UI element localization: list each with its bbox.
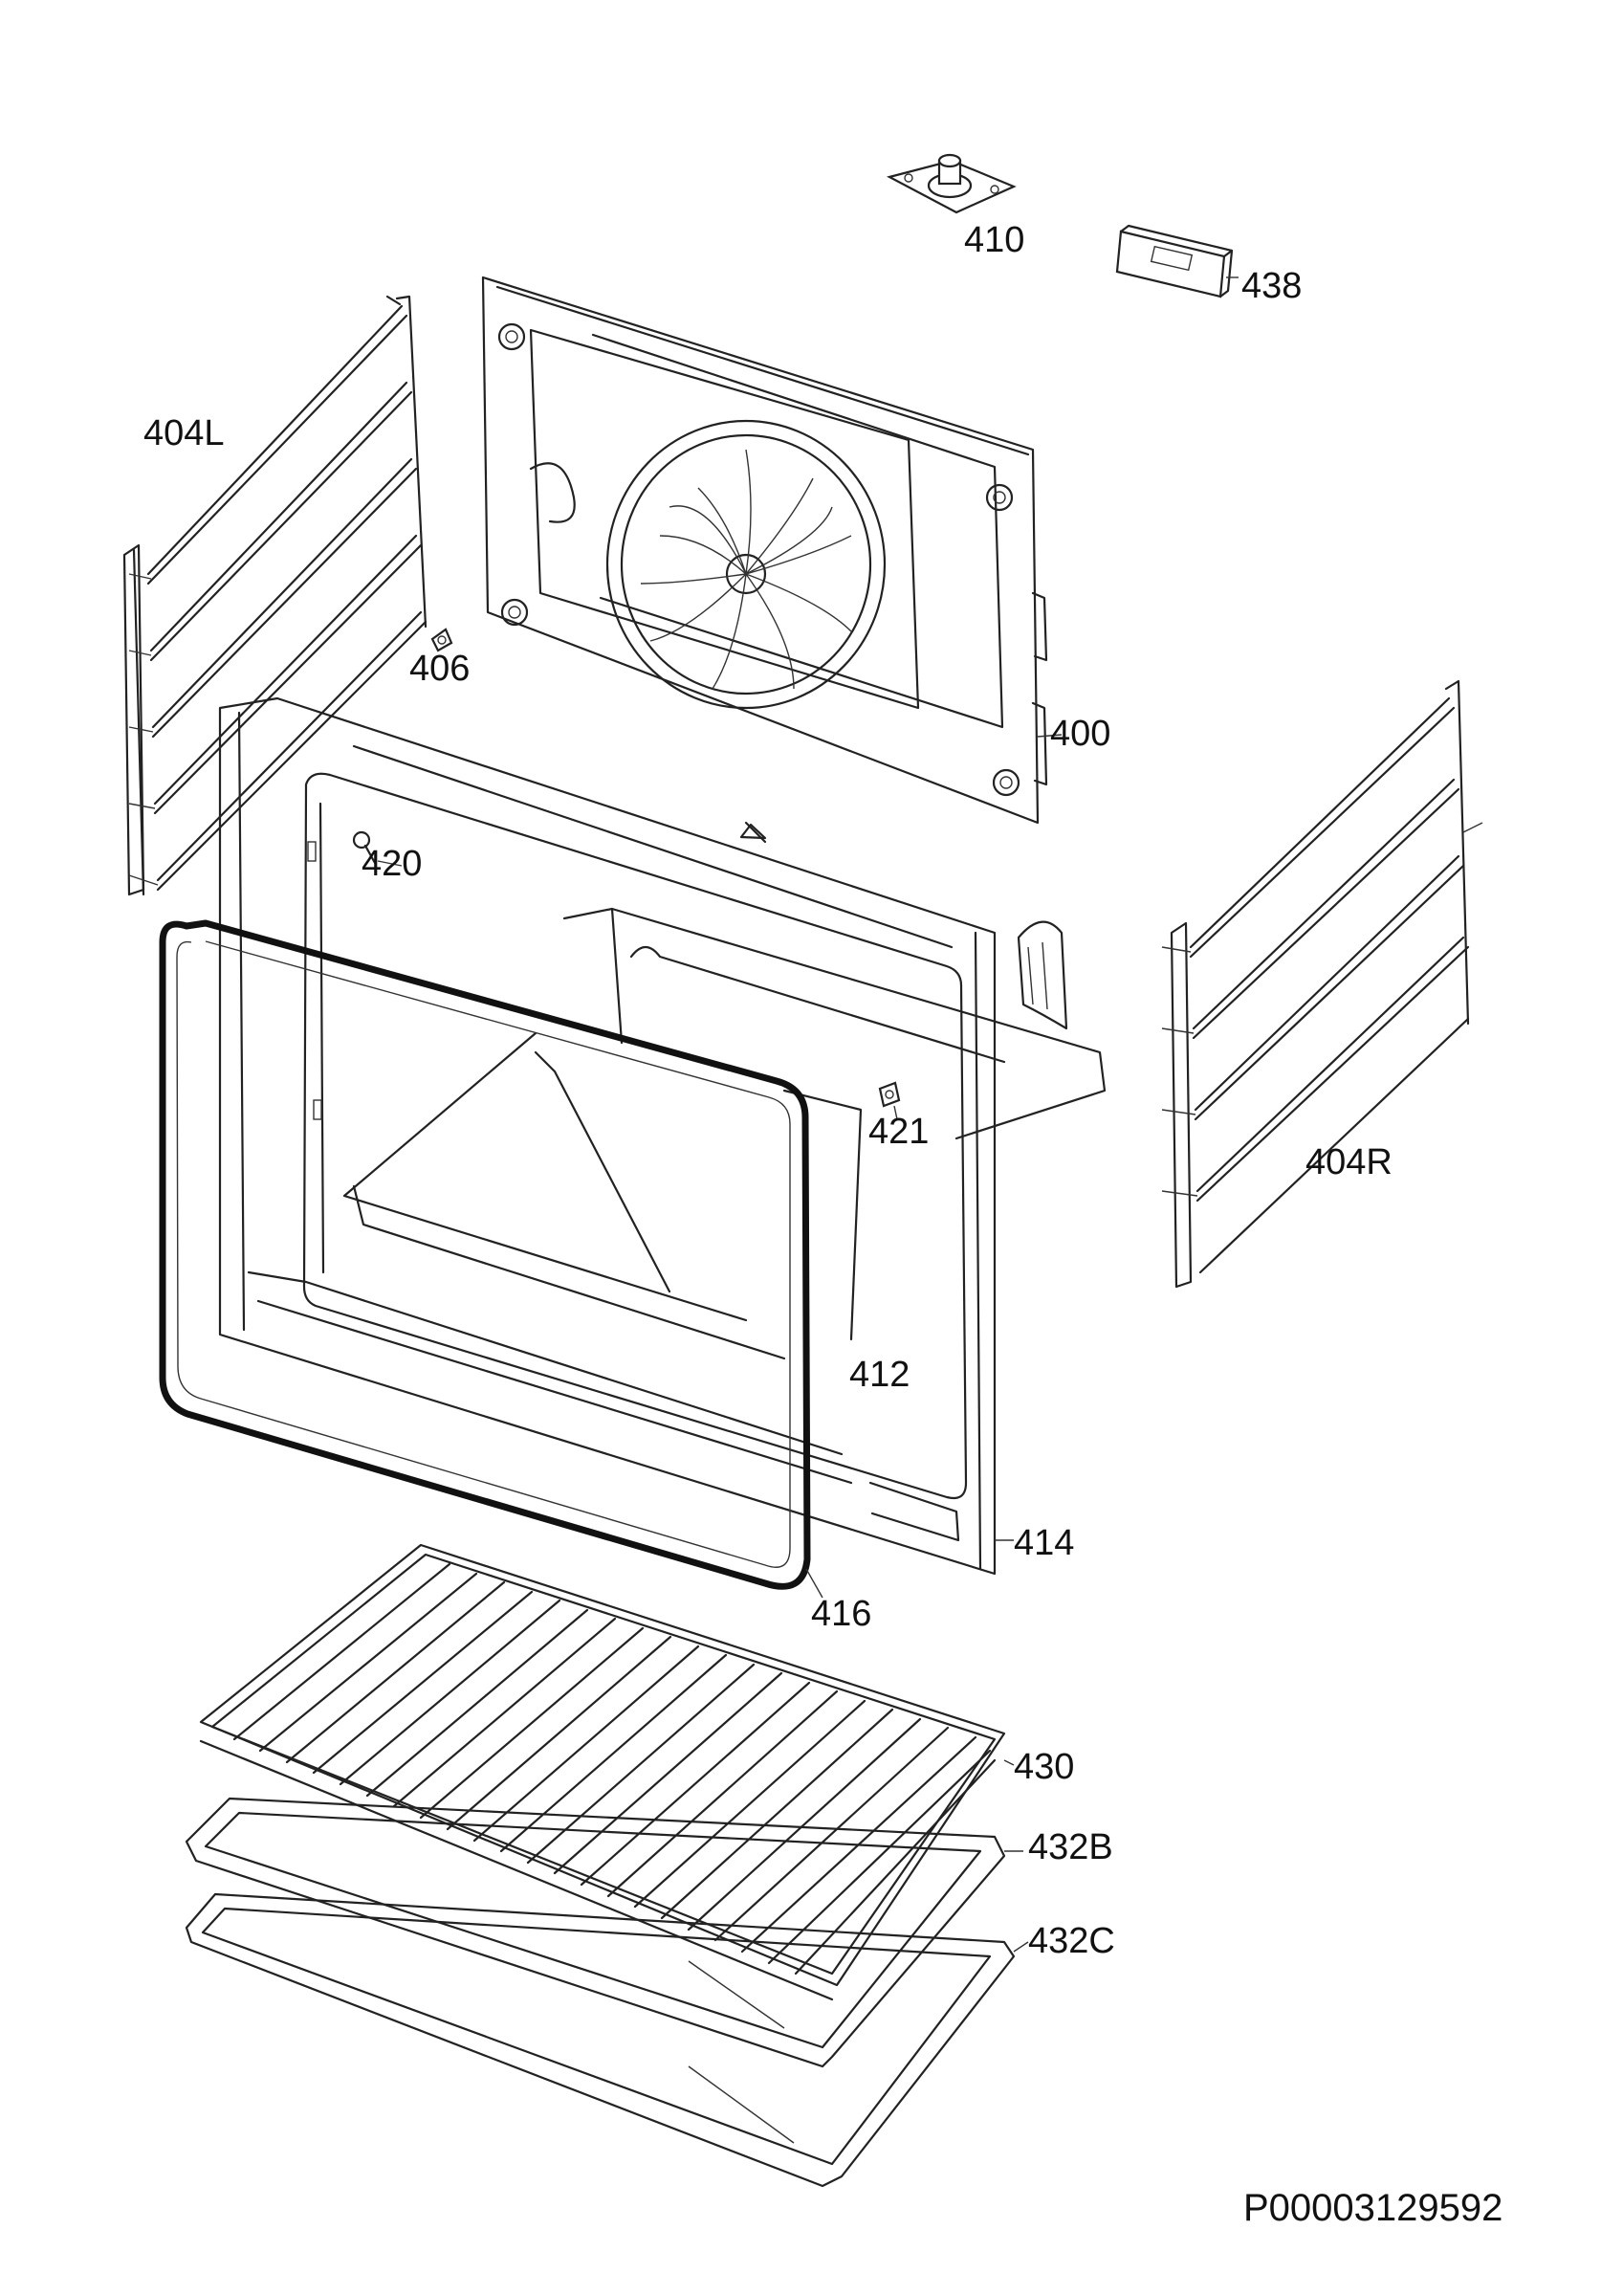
drawing-code: P00003129592: [1243, 2187, 1503, 2229]
label-430: 430: [1014, 1747, 1075, 1787]
label-404R: 404R: [1305, 1142, 1393, 1182]
part-416-door-seal: [159, 919, 811, 1590]
label-421: 421: [868, 1112, 930, 1152]
label-414: 414: [1014, 1523, 1075, 1563]
label-406: 406: [409, 649, 471, 689]
label-420: 420: [362, 844, 423, 884]
part-420-screw: [352, 830, 377, 865]
label-400: 400: [1050, 714, 1111, 754]
label-432C: 432C: [1028, 1921, 1115, 1961]
part-432B-tray: [185, 1797, 1006, 2068]
leader-lines: [377, 276, 1239, 1953]
label-416: 416: [811, 1594, 872, 1634]
part-400-back-panel: [481, 276, 1048, 825]
label-438: 438: [1241, 266, 1303, 306]
part-406-nut: [430, 628, 453, 652]
part-414-cavity-frame: [218, 696, 1107, 1576]
part-432C-tray: [185, 1892, 1016, 2188]
label-410: 410: [964, 220, 1025, 260]
label-432B: 432B: [1028, 1827, 1113, 1867]
label-412: 412: [849, 1355, 910, 1395]
label-404L: 404L: [143, 413, 225, 453]
part-404L-shelf-support: [122, 295, 428, 896]
part-410-motor: [886, 153, 1017, 214]
part-421-lamp: [878, 1081, 901, 1108]
part-438-bracket: [1115, 224, 1234, 298]
part-404R-shelf-support: [1161, 679, 1483, 1289]
